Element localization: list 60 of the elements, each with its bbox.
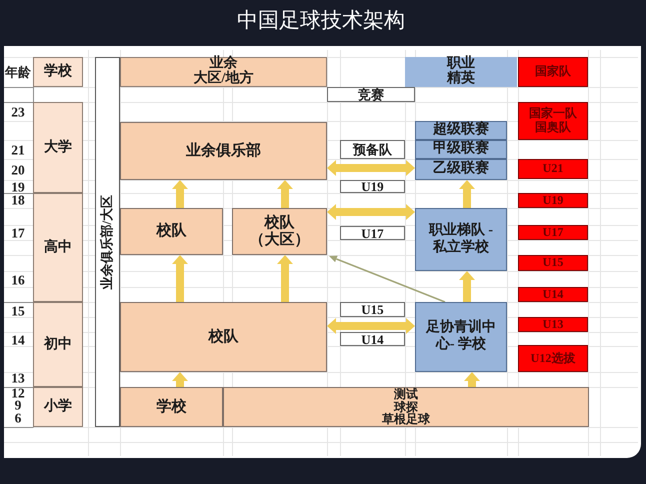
national-team-box: U21 xyxy=(518,159,588,179)
age-group-box: 预备队 xyxy=(340,140,405,159)
league-box: 超级联赛 xyxy=(415,121,507,140)
age-label: 9 xyxy=(14,398,22,412)
program-box: 学校 xyxy=(120,387,223,427)
program-box: 校队 xyxy=(120,302,327,372)
age-label: 20 xyxy=(11,163,25,177)
double-arrow xyxy=(327,204,415,220)
double-arrow xyxy=(327,160,415,176)
age-label: 16 xyxy=(11,273,25,287)
column-header: 年龄 xyxy=(5,66,31,78)
title: 中国足球技术架构 xyxy=(237,8,405,34)
age-label: 17 xyxy=(11,226,25,240)
age-label: 21 xyxy=(11,143,25,157)
column-header-box: 业余 大区/地方 xyxy=(120,57,327,87)
arrow xyxy=(172,255,188,302)
school-level-cell: 大学 xyxy=(33,102,83,193)
national-team-box: U12选拔 xyxy=(518,345,588,372)
arrow xyxy=(277,180,293,208)
program-box: 校队 xyxy=(120,208,223,255)
competition-header-box: 竞赛 xyxy=(327,87,415,102)
age-label: 6 xyxy=(14,411,22,425)
column-header-box: 国家队 xyxy=(518,57,588,87)
age-group-box: U15 xyxy=(340,302,405,317)
national-team-box: U17 xyxy=(518,225,588,240)
arrow xyxy=(464,372,480,387)
age-label: 18 xyxy=(11,193,25,207)
age-group-box: U19 xyxy=(340,180,405,193)
arrow xyxy=(459,180,475,208)
vertical-band: 业余俱乐部/大区 xyxy=(95,57,120,427)
arrow xyxy=(172,180,188,208)
age-label: 15 xyxy=(11,304,25,318)
national-team-box: U19 xyxy=(518,193,588,208)
national-team-box: U13 xyxy=(518,317,588,332)
school-level-cell: 高中 xyxy=(33,193,83,302)
league-box: 甲级联赛 xyxy=(415,140,507,159)
national-team-box: U14 xyxy=(518,287,588,302)
arrow xyxy=(277,255,293,302)
program-box: 业余俱乐部 xyxy=(120,122,327,180)
program-box: 测试 球探 草根足球 xyxy=(223,387,589,427)
age-label: 23 xyxy=(11,105,25,119)
header-cell: 学校 xyxy=(33,57,83,87)
academy-box: 职业梯队 - 私立学校 xyxy=(415,208,507,271)
double-arrow xyxy=(327,318,415,334)
age-group-box: U14 xyxy=(340,332,405,346)
column-header-box: 职业精英 xyxy=(405,57,517,87)
age-label: 19 xyxy=(11,180,25,194)
academy-box: 足协青训中心- 学校 xyxy=(415,302,507,372)
school-level-cell: 初中 xyxy=(33,302,83,387)
age-label: 12 xyxy=(11,386,25,400)
age-label: 13 xyxy=(11,371,25,385)
arrow xyxy=(459,271,475,302)
program-box: 校队 （大区） xyxy=(232,208,327,255)
national-team-box: U15 xyxy=(518,255,588,271)
national-team-box: 国家一队 国奥队 xyxy=(518,102,588,140)
arrow xyxy=(172,372,188,387)
school-level-cell: 小学 xyxy=(33,387,83,427)
age-group-box: U17 xyxy=(340,226,405,240)
age-label: 14 xyxy=(11,333,25,347)
league-box: 乙级联赛 xyxy=(415,159,507,180)
